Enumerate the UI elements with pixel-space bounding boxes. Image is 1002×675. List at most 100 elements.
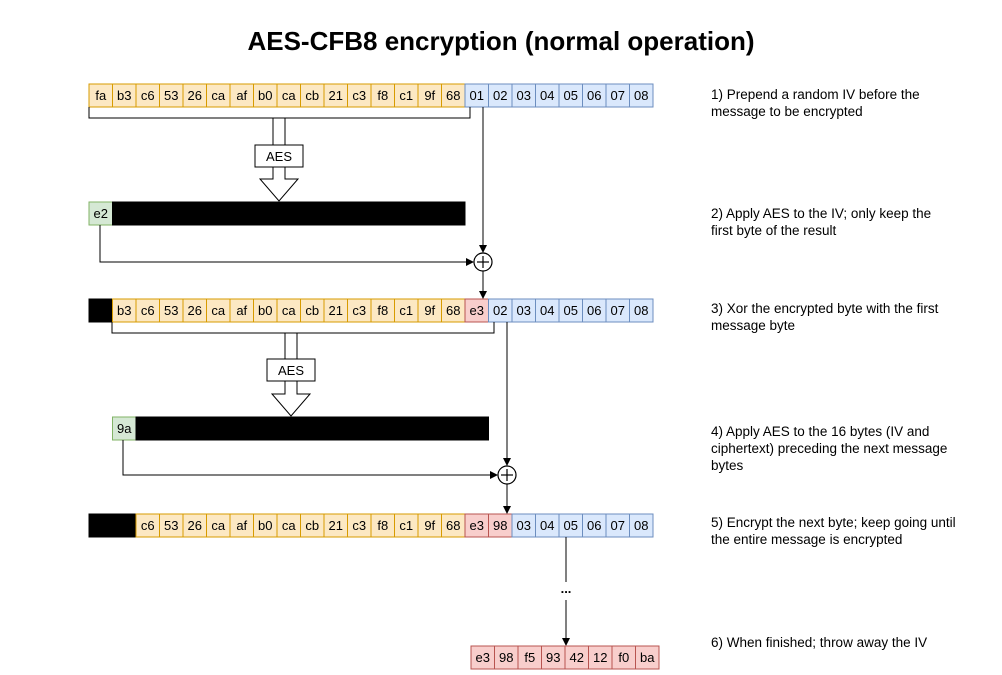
iv-byte-text: ca: [282, 88, 297, 103]
message-byte-text: 02: [493, 303, 507, 318]
iv-byte-text: 53: [164, 303, 178, 318]
message-byte: [629, 298, 654, 323]
message-byte-text: 04: [540, 518, 554, 533]
iv-byte-text: b0: [258, 303, 272, 318]
iv-byte-text: 68: [446, 518, 460, 533]
message-byte-text: 05: [564, 518, 578, 533]
cipher-byte-text: e3: [470, 518, 484, 533]
aes-byte-to-xor-arrow: [99, 225, 474, 266]
iv-byte-text: b0: [258, 518, 272, 533]
message-byte-text: 06: [587, 303, 601, 318]
iv-byte-text: c3: [352, 518, 366, 533]
discarded-bytes-block: [88, 513, 137, 538]
message-byte-text: 06: [587, 88, 601, 103]
iv-byte-text: af: [236, 88, 247, 103]
message-byte-text: 03: [517, 303, 531, 318]
final-cipher-byte-text: 93: [546, 650, 560, 665]
message-byte-text: 03: [517, 88, 531, 103]
message-byte-text: 01: [470, 88, 484, 103]
aes-output-byte-text: 9a: [117, 421, 132, 436]
final-cipher-byte-text: 42: [570, 650, 584, 665]
iv-window-bracket: [111, 322, 495, 334]
iv-byte-text: c1: [399, 518, 413, 533]
final-cipher-byte-text: ba: [640, 650, 655, 665]
iv-byte-text: c6: [141, 88, 155, 103]
message-byte-text: 03: [517, 518, 531, 533]
aes-box: [266, 358, 316, 382]
aes-box: [254, 144, 304, 168]
iv-byte-text: c1: [399, 88, 413, 103]
message-byte-text: 05: [564, 303, 578, 318]
final-cipher-byte-text: 12: [593, 650, 607, 665]
message-byte-text: 08: [634, 518, 648, 533]
final-cipher-byte: [635, 645, 660, 670]
iv-byte-text: 53: [164, 88, 178, 103]
iv-byte-text: f8: [377, 303, 388, 318]
iv-byte-text: af: [236, 303, 247, 318]
discarded-bytes-block: [88, 298, 113, 323]
iv-byte-text: fa: [95, 88, 107, 103]
message-byte-text: 08: [634, 303, 648, 318]
iv-byte-text: ca: [211, 303, 226, 318]
aes-output-discarded-block: [112, 201, 466, 226]
step-2-text: 2) Apply AES to the IV; only keep the fi…: [711, 206, 932, 238]
ellipsis: ...: [561, 581, 572, 596]
iv-byte-text: b3: [117, 88, 131, 103]
message-byte-text: 07: [611, 88, 625, 103]
iv-byte-text: ca: [211, 518, 226, 533]
message-byte: [629, 83, 654, 108]
iv-byte-text: 21: [329, 518, 343, 533]
iv-byte-text: f8: [377, 518, 388, 533]
aes-output-byte-text: e2: [94, 206, 108, 221]
final-cipher-byte-text: e3: [476, 650, 490, 665]
message-byte-text: 08: [634, 88, 648, 103]
message-byte-text: 04: [540, 88, 554, 103]
iv-byte-text: ca: [211, 88, 226, 103]
step-5-text: 5) Encrypt the next byte; keep going unt…: [711, 515, 956, 547]
iv-byte-text: c1: [399, 303, 413, 318]
final-cipher-byte-text: f5: [524, 650, 535, 665]
iv-byte-text: f8: [377, 88, 388, 103]
message-byte-text: 04: [540, 303, 554, 318]
message-byte: [629, 513, 654, 538]
final-cipher-byte-text: f0: [618, 650, 629, 665]
iv-byte-text: 26: [188, 518, 202, 533]
iv-byte-text: 21: [329, 88, 343, 103]
iv-byte-text: ca: [282, 303, 297, 318]
iv-byte-text: b0: [258, 88, 272, 103]
iv-byte-text: cb: [305, 518, 319, 533]
iv-byte-text: 26: [188, 303, 202, 318]
diagram-title: AES-CFB8 encryption (normal operation): [247, 26, 755, 56]
step-4-text: 4) Apply AES to the 16 bytes (IV and cip…: [711, 424, 948, 473]
aes-label: AES: [266, 149, 292, 164]
message-byte-text: 05: [564, 88, 578, 103]
iv-byte-text: c6: [141, 518, 155, 533]
message-byte-text: 07: [611, 303, 625, 318]
iv-byte-text: 9f: [424, 518, 435, 533]
iv-byte-text: c3: [352, 88, 366, 103]
iv-byte-text: 68: [446, 88, 460, 103]
iv-byte-text: cb: [305, 303, 319, 318]
iv-byte-text: c6: [141, 303, 155, 318]
step-6-text: 6) When finished; throw away the IV: [711, 635, 928, 650]
final-cipher-byte-text: 98: [499, 650, 513, 665]
iv-byte-text: 53: [164, 518, 178, 533]
message-byte-text: 07: [611, 518, 625, 533]
message-byte-text: 02: [493, 88, 507, 103]
iv-byte-text: ca: [282, 518, 297, 533]
message-byte-text: 06: [587, 518, 601, 533]
cipher-byte-text: e3: [470, 303, 484, 318]
iv-byte-text: 9f: [424, 88, 435, 103]
step-3-text: 3) Xor the encrypted byte with the first…: [711, 301, 939, 333]
iv-byte-text: b3: [117, 303, 131, 318]
aes-output-discarded-block: [135, 416, 489, 441]
step-1-text: 1) Prepend a random IV before the messag…: [711, 87, 920, 119]
iv-byte-text: 9f: [424, 303, 435, 318]
iv-byte-text: c3: [352, 303, 366, 318]
iv-window-bracket: [88, 107, 471, 119]
cipher-byte-text: 98: [493, 518, 507, 533]
iv-byte-text: 21: [329, 303, 343, 318]
iv-byte-text: 68: [446, 303, 460, 318]
